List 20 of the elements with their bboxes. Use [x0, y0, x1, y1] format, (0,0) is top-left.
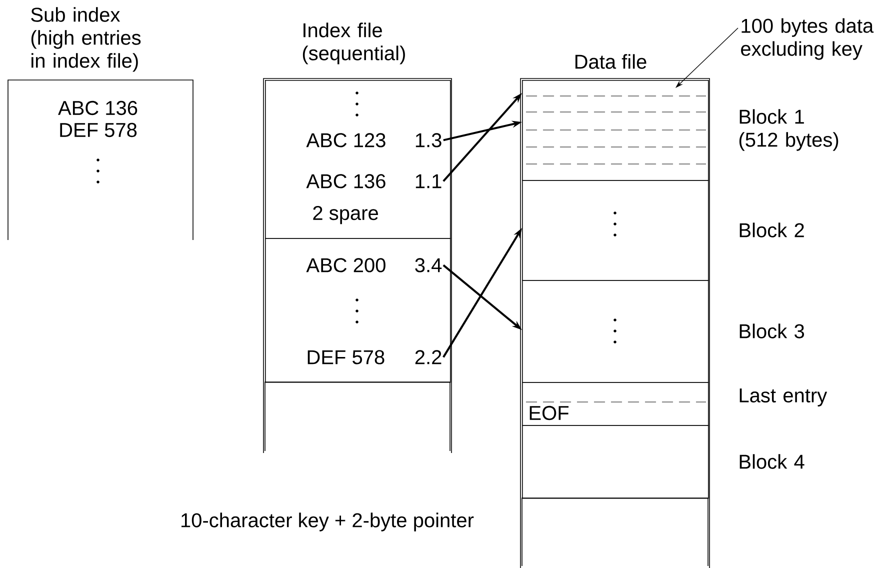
index-entry: DEF 578 2.2 [308, 350, 442, 364]
heading: Index file (sequential) [302, 22, 405, 64]
block-label: Block 2 [740, 222, 804, 238]
index-entry: ABC 123 1.3 [306, 133, 442, 148]
index-section [264, 382, 450, 452]
block-label: Block 3 [740, 324, 804, 338]
block-label: Last entry [740, 388, 828, 406]
block-label: Block 1 (512 bytes) [739, 109, 838, 151]
block-label: Block 4 [740, 454, 804, 469]
callout-text: 100 bytes data excluding key [741, 18, 874, 60]
heading: Sub index (high entries in index file) [31, 7, 141, 72]
index-entry: ABC 200 3.4 [306, 258, 442, 272]
data-block [522, 498, 708, 566]
entry-text: ABC 136 [58, 100, 138, 116]
entry-text: DEF 578 [60, 122, 137, 138]
note-text: 2 spare [313, 206, 378, 224]
index-entry: ABC 136 1.1 [306, 174, 442, 188]
caption-text: 10-character key + 2-byte pointer [182, 512, 474, 532]
eof-marker: EOF [530, 406, 569, 420]
heading: Data file [575, 54, 646, 69]
